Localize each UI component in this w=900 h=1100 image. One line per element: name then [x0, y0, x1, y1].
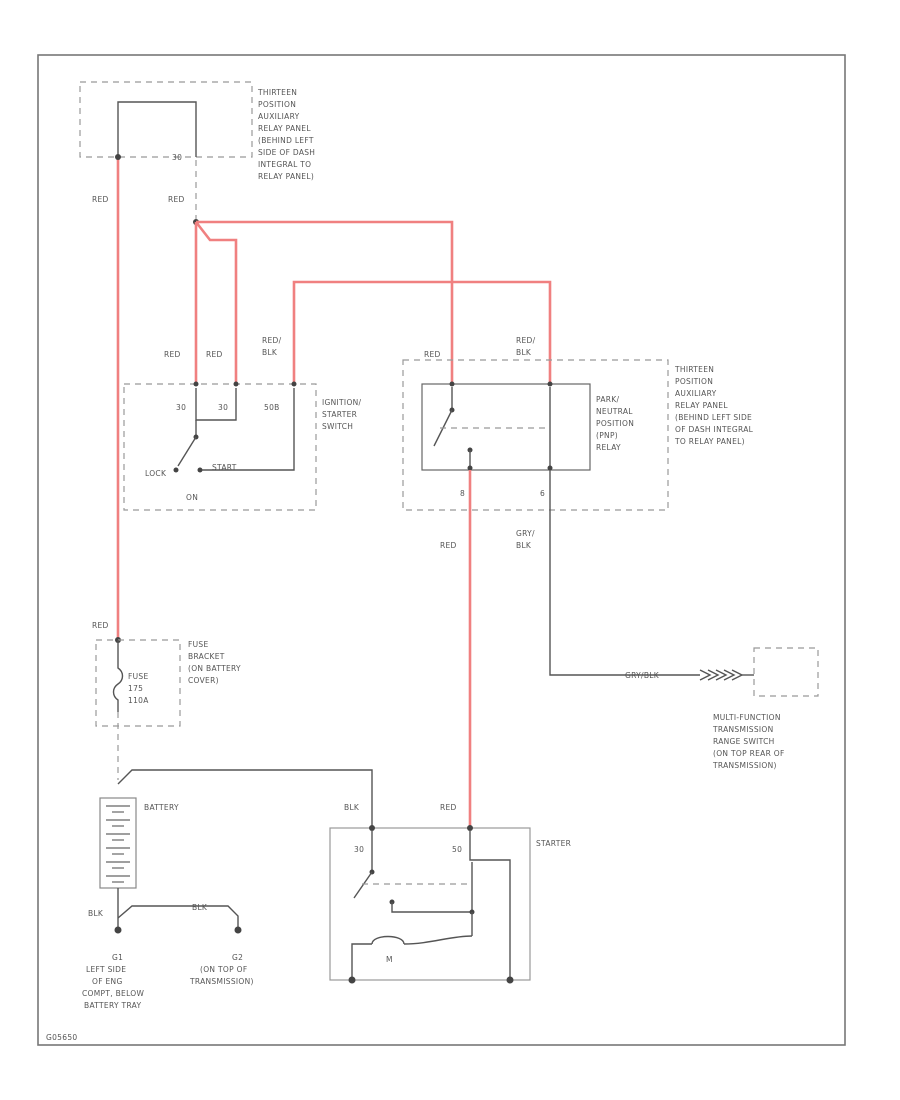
pin-30-top: 30 [172, 153, 182, 162]
mfr-switch-box [753, 647, 819, 697]
wire-label-red-blk-pnp: RED/ BLK [516, 336, 538, 357]
wire-label-gry-blk-h: GRY/BLK [625, 671, 660, 680]
ign-lock-label: LOCK [145, 469, 167, 478]
pnp-pin-8: 8 [460, 489, 465, 498]
wire-gry-blk-to-mfr [549, 470, 700, 676]
connector-pin [467, 825, 473, 831]
starter-label: STARTER [536, 839, 571, 848]
wire-red-pnp-feed [196, 220, 454, 382]
wire-blk-ground-strap [117, 905, 239, 928]
fuse-symbol [112, 640, 124, 712]
fuse-label: FUSE 175 110A [128, 672, 151, 705]
wire-label-red-pnp-a: RED [424, 350, 441, 359]
aux-relay-panel-top-box [79, 81, 253, 158]
wire-label-red-b: RED [206, 350, 223, 359]
wire-label-red-blk: RED/ BLK [262, 336, 284, 357]
wire-label-red-pnp-out: RED [440, 541, 457, 550]
solenoid-contact-lead [391, 902, 472, 913]
wire-label-gry-blk: GRY/ BLK [516, 529, 538, 550]
figure-id: G05650 [46, 1033, 77, 1042]
aux-relay-panel-right-box [402, 359, 669, 511]
ground-g1-point [114, 926, 122, 934]
solenoid-blade [353, 871, 373, 899]
fuse-bracket-label: FUSE BRACKET (ON BATTERY COVER) [188, 640, 244, 685]
starter-ground-point [506, 976, 514, 984]
connector-pin [467, 465, 473, 471]
connector-pin [547, 381, 553, 387]
ign-pin-30b: 30 [218, 403, 228, 412]
battery-label: BATTERY [144, 803, 179, 812]
ign-on-label: ON [186, 493, 198, 502]
ign-switch-blade [177, 436, 197, 467]
aux-panel-internal-bus [117, 101, 197, 157]
connector-pin [193, 381, 199, 387]
ignition-switch-box [123, 383, 317, 511]
starter-ground-point [348, 976, 356, 984]
connector-pin [449, 381, 455, 387]
wire-label-red-fuse: RED [92, 621, 109, 630]
diagram-frame [37, 54, 846, 1046]
ground-g2-label: G2 (ON TOP OF TRANSMISSION) [189, 953, 254, 986]
ignition-switch-label: IGNITION/ STARTER SWITCH [322, 398, 364, 431]
ign-pin-30a: 30 [176, 403, 186, 412]
wire-label-blk-gnd: BLK [88, 909, 104, 918]
pnp-pin-6: 6 [540, 489, 545, 498]
battery-cells [106, 805, 130, 883]
splice-dot [115, 154, 121, 160]
wire-red-blk-start [292, 280, 552, 382]
wire-label-red-a: RED [164, 350, 181, 359]
wire-blk-battery-to-starter [117, 769, 373, 828]
switch-contact [173, 467, 179, 473]
starter-motor-winding [351, 935, 473, 980]
starter-box [329, 827, 531, 981]
ign-internal-bus [195, 388, 237, 421]
wire-label-blk-starter: BLK [344, 803, 360, 812]
ign-pin-50b: 50B [264, 403, 280, 412]
fuse-bracket-box [95, 639, 181, 727]
starter-pin-30: 30 [354, 845, 364, 854]
connector-pin [369, 825, 375, 831]
starter-motor-m: M [386, 955, 393, 964]
wire-label-red-left: RED [92, 195, 109, 204]
wire-label-red-mid: RED [168, 195, 185, 204]
wire-label-red-starter: RED [440, 803, 457, 812]
connector-pin [547, 465, 553, 471]
wire-label-blk-gnd2: BLK [192, 903, 208, 912]
ign-start-lead [202, 388, 295, 471]
ground-g2-point [234, 926, 242, 934]
solenoid-coil-lead [469, 830, 511, 912]
wire-red-ign-30b [194, 221, 238, 382]
starter-pin-50: 50 [452, 845, 462, 854]
pnp-relay-box [421, 383, 591, 471]
ground-g1-label: G1 LEFT SIDE OF ENG COMPT, BELOW BATTERY… [82, 953, 147, 1010]
aux-relay-panel-right-label: THIRTEEN POSITION AUXILIARY RELAY PANEL … [674, 365, 756, 446]
switch-contact [197, 467, 203, 473]
aux-relay-panel-top-label: THIRTEEN POSITION AUXILIARY RELAY PANEL … [257, 88, 318, 181]
mfr-switch-label: MULTI-FUNCTION TRANSMISSION RANGE SWITCH… [712, 713, 787, 770]
connector-chevron [699, 669, 744, 681]
connector-pin [291, 381, 297, 387]
ign-start-label: START [212, 463, 237, 472]
connector-pin [233, 381, 239, 387]
pnp-relay-label: PARK/ NEUTRAL POSITION (PNP) RELAY [596, 395, 637, 452]
